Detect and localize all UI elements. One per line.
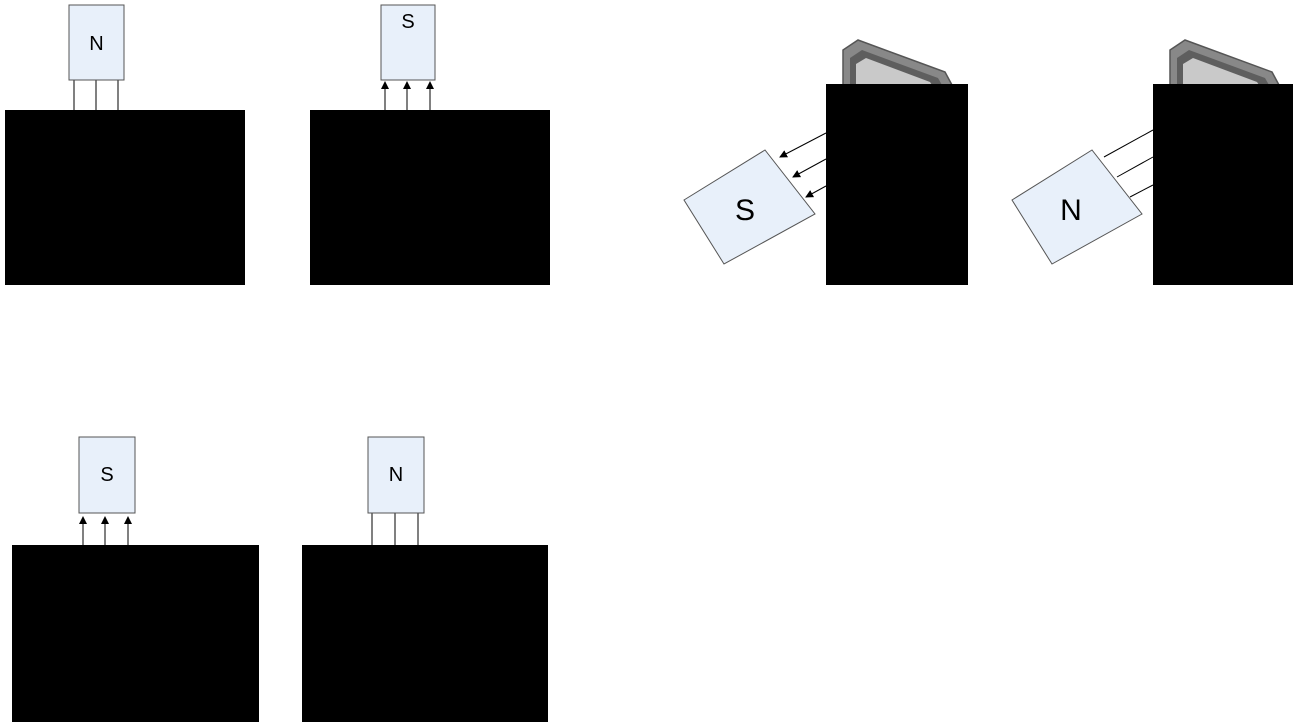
- block: [310, 110, 550, 285]
- panel-4: N: [1011, 39, 1293, 285]
- magnet-pole-label: N: [89, 33, 103, 55]
- field-arrow: [805, 185, 827, 198]
- field-arrows: [79, 516, 132, 545]
- magnet: [1011, 149, 1143, 265]
- magnet-pole-label: S: [735, 194, 755, 227]
- field-line: [1103, 129, 1154, 158]
- field-lines: [73, 80, 119, 110]
- magnet: [683, 149, 816, 265]
- block: [826, 84, 968, 285]
- panel-5: S: [12, 436, 259, 722]
- magnet: [380, 4, 436, 81]
- magnet: [367, 436, 425, 514]
- field-lines: [1103, 129, 1154, 198]
- field-arrow: [792, 158, 827, 178]
- magnet-pole-label: N: [1060, 194, 1082, 227]
- field-line: [1129, 184, 1154, 198]
- magnet-pole-label: S: [401, 11, 414, 33]
- panel-3: S: [683, 39, 968, 285]
- panel-2: S: [310, 4, 550, 285]
- device-icon: [1169, 39, 1281, 86]
- field-arrows: [381, 81, 434, 110]
- magnet-pole-label: S: [100, 464, 113, 486]
- magnet: [68, 4, 125, 81]
- field-arrows: [779, 132, 827, 198]
- block: [1153, 84, 1293, 285]
- magnet: [78, 436, 136, 514]
- panel-6: N: [302, 436, 548, 722]
- field-line: [1116, 156, 1154, 178]
- magnet-pole-label: N: [389, 464, 403, 486]
- panel-1: N: [5, 4, 245, 285]
- block: [12, 545, 259, 722]
- field-lines: [371, 513, 419, 545]
- block: [302, 545, 548, 722]
- device-icon: [842, 39, 954, 86]
- field-arrow: [779, 132, 827, 158]
- block: [5, 110, 245, 285]
